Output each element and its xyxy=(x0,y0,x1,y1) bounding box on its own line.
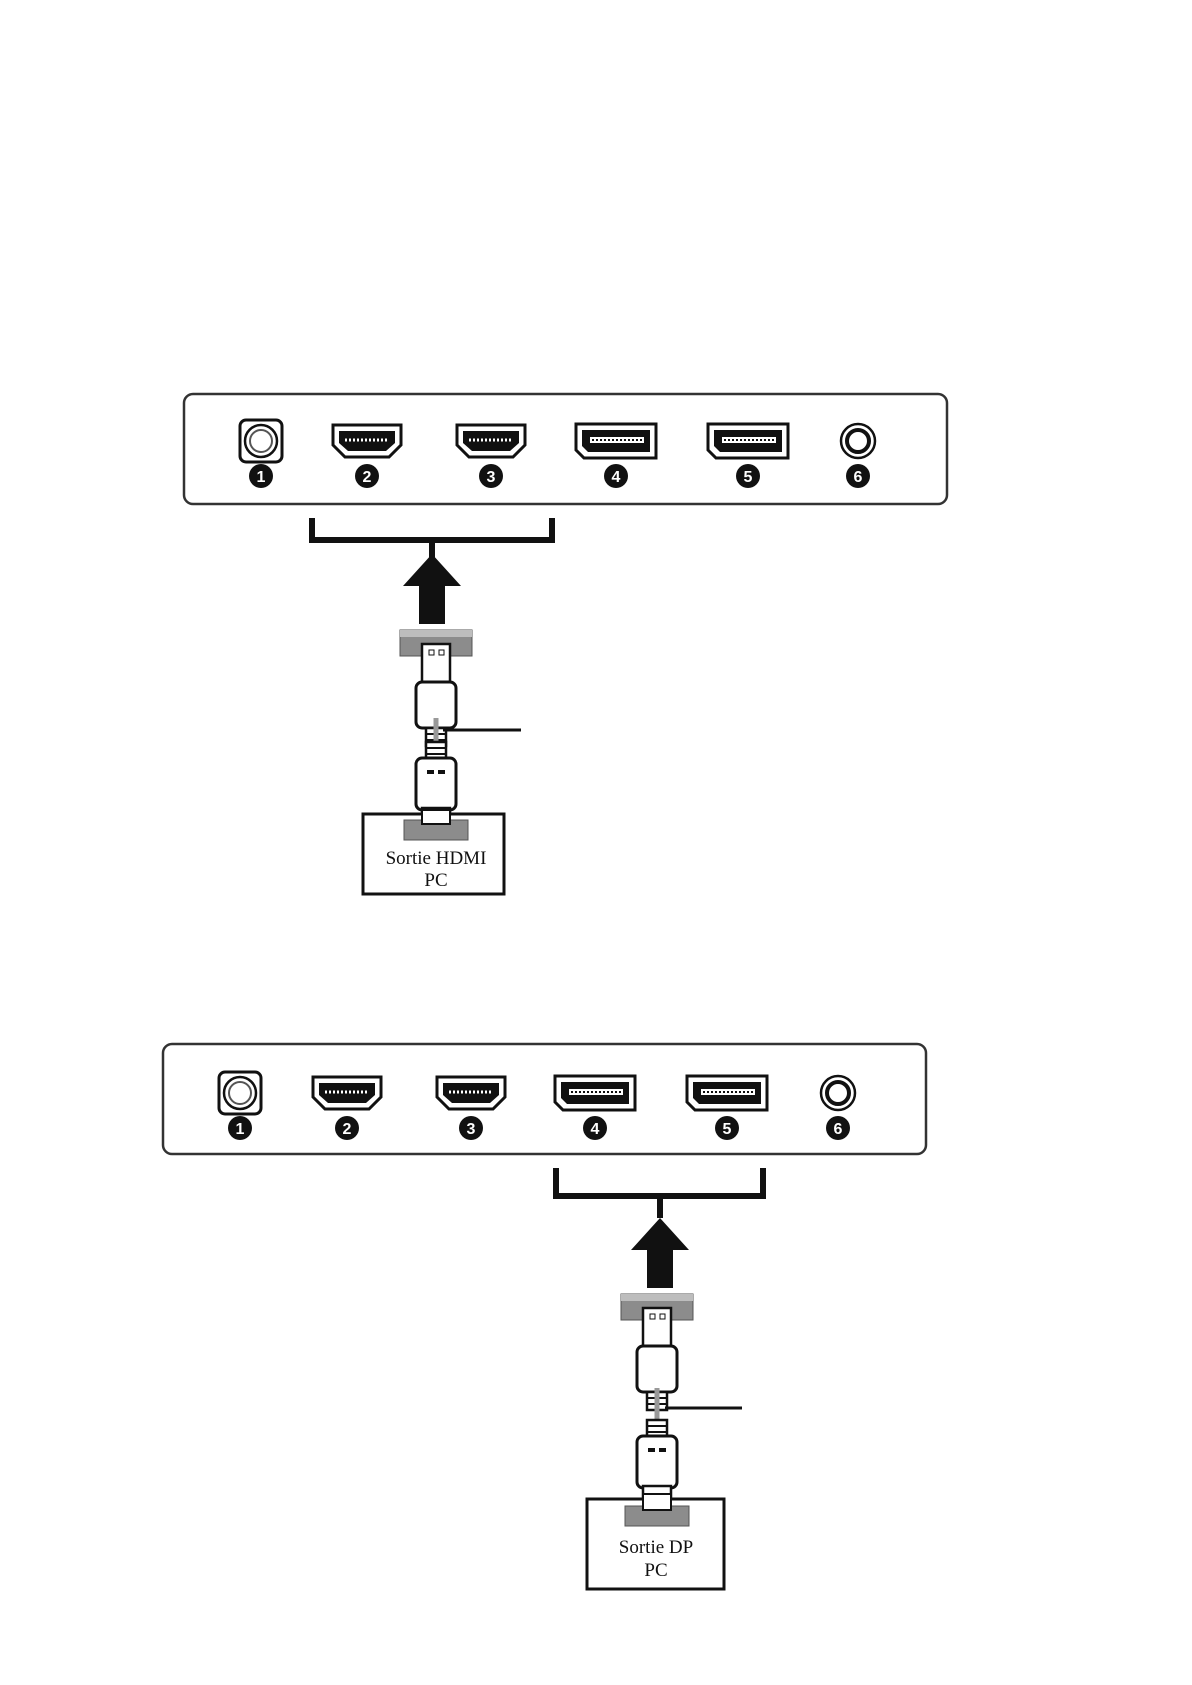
port-number-3: 3 xyxy=(459,1116,483,1140)
displayport-icon xyxy=(708,424,788,458)
port-number-4: 4 xyxy=(604,464,628,488)
port-number-6: 6 xyxy=(846,464,870,488)
port-number-1: 1 xyxy=(249,464,273,488)
displayport-icon xyxy=(576,424,656,458)
svg-text:6: 6 xyxy=(834,1121,843,1138)
source-label-pc: PC xyxy=(424,870,447,891)
source-label: Sortie HDMI xyxy=(386,848,487,869)
hdmi-connection-diagram: 1 2 3 4 5 6 Sortie HDMI PC xyxy=(184,394,947,894)
port-number-5: 5 xyxy=(715,1116,739,1140)
power-jack-icon xyxy=(219,1072,261,1114)
hdmi-port-icon xyxy=(333,425,401,457)
svg-text:4: 4 xyxy=(612,469,621,486)
svg-text:1: 1 xyxy=(236,1121,245,1138)
displayport-icon xyxy=(555,1076,635,1110)
hdmi-port-icon xyxy=(437,1077,505,1109)
port-number-6: 6 xyxy=(826,1116,850,1140)
source-label: Sortie DP xyxy=(619,1537,693,1558)
monitor-port-panel xyxy=(163,1044,926,1154)
power-jack-icon xyxy=(240,420,282,462)
svg-text:2: 2 xyxy=(343,1121,352,1138)
audio-jack-icon xyxy=(821,1076,855,1110)
svg-text:3: 3 xyxy=(467,1121,476,1138)
dp-connection-diagram: 1 2 3 4 5 6 Sortie DP PC xyxy=(163,1044,926,1589)
port-number-4: 4 xyxy=(583,1116,607,1140)
svg-text:5: 5 xyxy=(744,469,753,486)
hdmi-port-icon xyxy=(313,1077,381,1109)
displayport-icon xyxy=(687,1076,767,1110)
port-number-1: 1 xyxy=(228,1116,252,1140)
port-bracket xyxy=(312,518,552,540)
monitor-port-panel xyxy=(184,394,947,504)
port-number-5: 5 xyxy=(736,464,760,488)
port-bracket xyxy=(556,1168,763,1196)
svg-text:2: 2 xyxy=(363,469,372,486)
up-arrow-icon xyxy=(403,554,461,624)
source-label-pc: PC xyxy=(644,1560,667,1581)
svg-text:6: 6 xyxy=(854,469,863,486)
audio-jack-icon xyxy=(841,424,875,458)
svg-text:1: 1 xyxy=(257,469,266,486)
port-number-2: 2 xyxy=(335,1116,359,1140)
up-arrow-icon xyxy=(631,1218,689,1288)
svg-text:5: 5 xyxy=(723,1121,732,1138)
svg-text:4: 4 xyxy=(591,1121,600,1138)
port-number-2: 2 xyxy=(355,464,379,488)
port-number-3: 3 xyxy=(479,464,503,488)
svg-text:3: 3 xyxy=(487,469,496,486)
hdmi-port-icon xyxy=(457,425,525,457)
